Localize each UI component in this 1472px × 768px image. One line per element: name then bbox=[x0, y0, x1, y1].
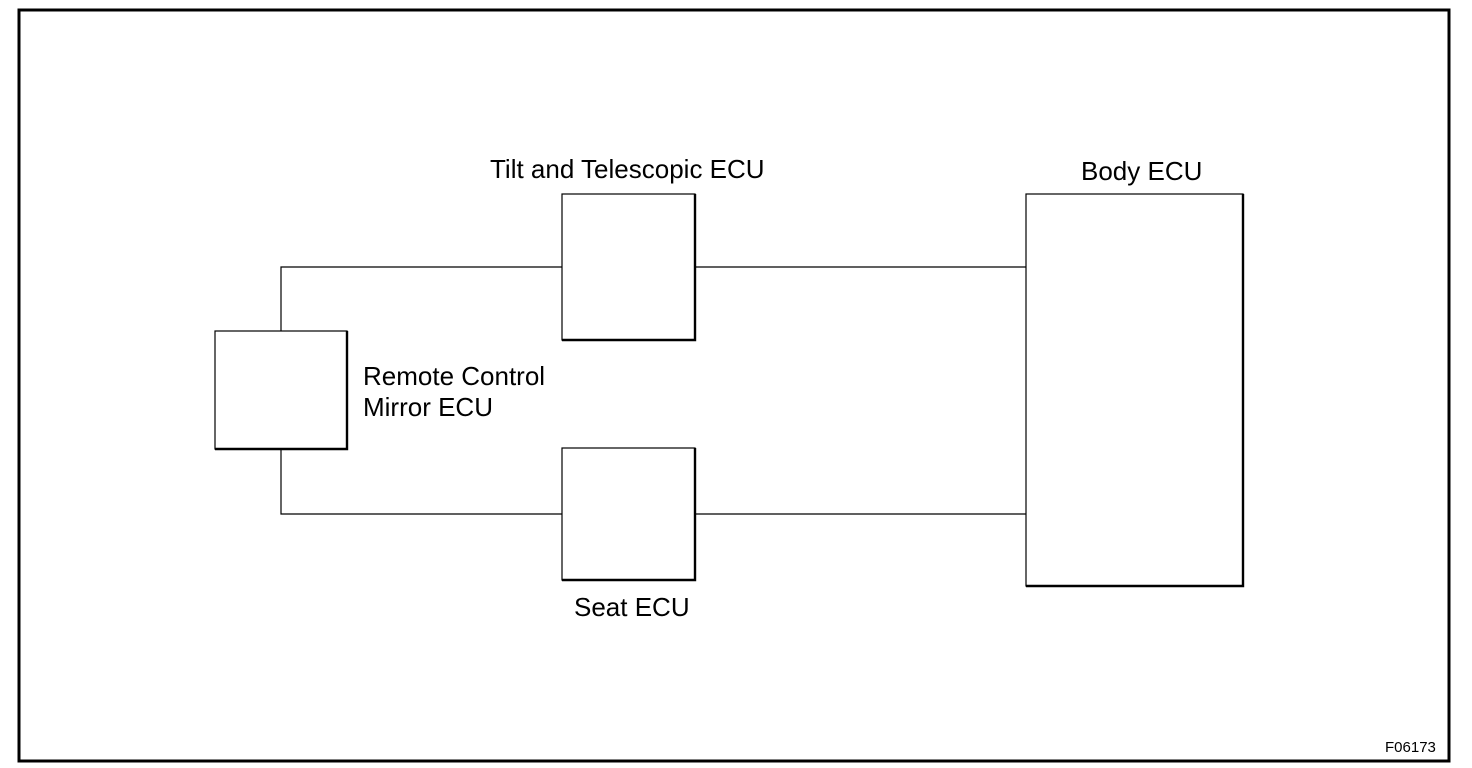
remote-control-mirror-ecu-label-line1: Remote Control bbox=[363, 361, 545, 391]
remote-control-mirror-ecu-label-line2: Mirror ECU bbox=[363, 392, 493, 422]
remote-control-mirror-ecu-box bbox=[214, 330, 349, 451]
seat-ecu-box bbox=[561, 447, 697, 582]
diagram-border bbox=[17, 8, 1451, 763]
line-mirror-to-tilt bbox=[280, 266, 562, 331]
tilt-telescopic-ecu-label: Tilt and Telescopic ECU bbox=[490, 154, 765, 184]
line-mirror-to-seat bbox=[280, 449, 562, 515]
figure-code: F06173 bbox=[1385, 739, 1436, 756]
tilt-telescopic-ecu-box bbox=[561, 193, 697, 342]
body-ecu-box bbox=[1025, 193, 1245, 588]
connection-lines bbox=[280, 266, 1026, 515]
seat-ecu-label: Seat ECU bbox=[574, 592, 690, 622]
body-ecu-label: Body ECU bbox=[1081, 156, 1202, 186]
